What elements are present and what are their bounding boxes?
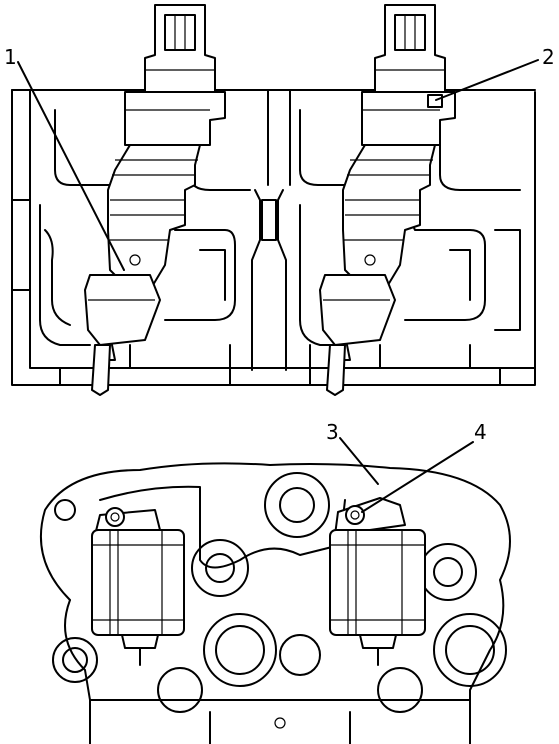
fuel-injector-right <box>319 4 456 396</box>
callout-2-label: 2 <box>542 45 555 69</box>
head-bolt-boss <box>54 499 76 521</box>
fuel-injector-left <box>84 4 226 396</box>
callout-3-label: 3 <box>326 420 339 444</box>
callout-2: 2 <box>435 45 555 101</box>
cylinder-head-top-view <box>39 462 511 744</box>
head-bolt-boss <box>52 637 98 683</box>
callout-3: 3 <box>326 420 379 485</box>
callout-1: 1 <box>4 45 125 271</box>
head-bolt-boss <box>419 543 477 601</box>
head-bolt-boss <box>279 634 321 676</box>
cylinder-head-section <box>11 89 536 386</box>
head-bolt-boss <box>203 613 277 687</box>
head-bolt-boss <box>264 472 330 538</box>
injector-top-view-left <box>91 507 185 666</box>
callout-1-label: 1 <box>4 45 17 69</box>
head-bolt-boss <box>377 667 423 713</box>
head-bolt-boss <box>191 539 249 597</box>
head-bolt-boss <box>433 613 507 687</box>
callout-4-label: 4 <box>474 420 487 444</box>
callout-4: 4 <box>361 420 487 513</box>
injector-top-view-right <box>329 497 426 666</box>
head-bolt-boss <box>157 667 203 713</box>
